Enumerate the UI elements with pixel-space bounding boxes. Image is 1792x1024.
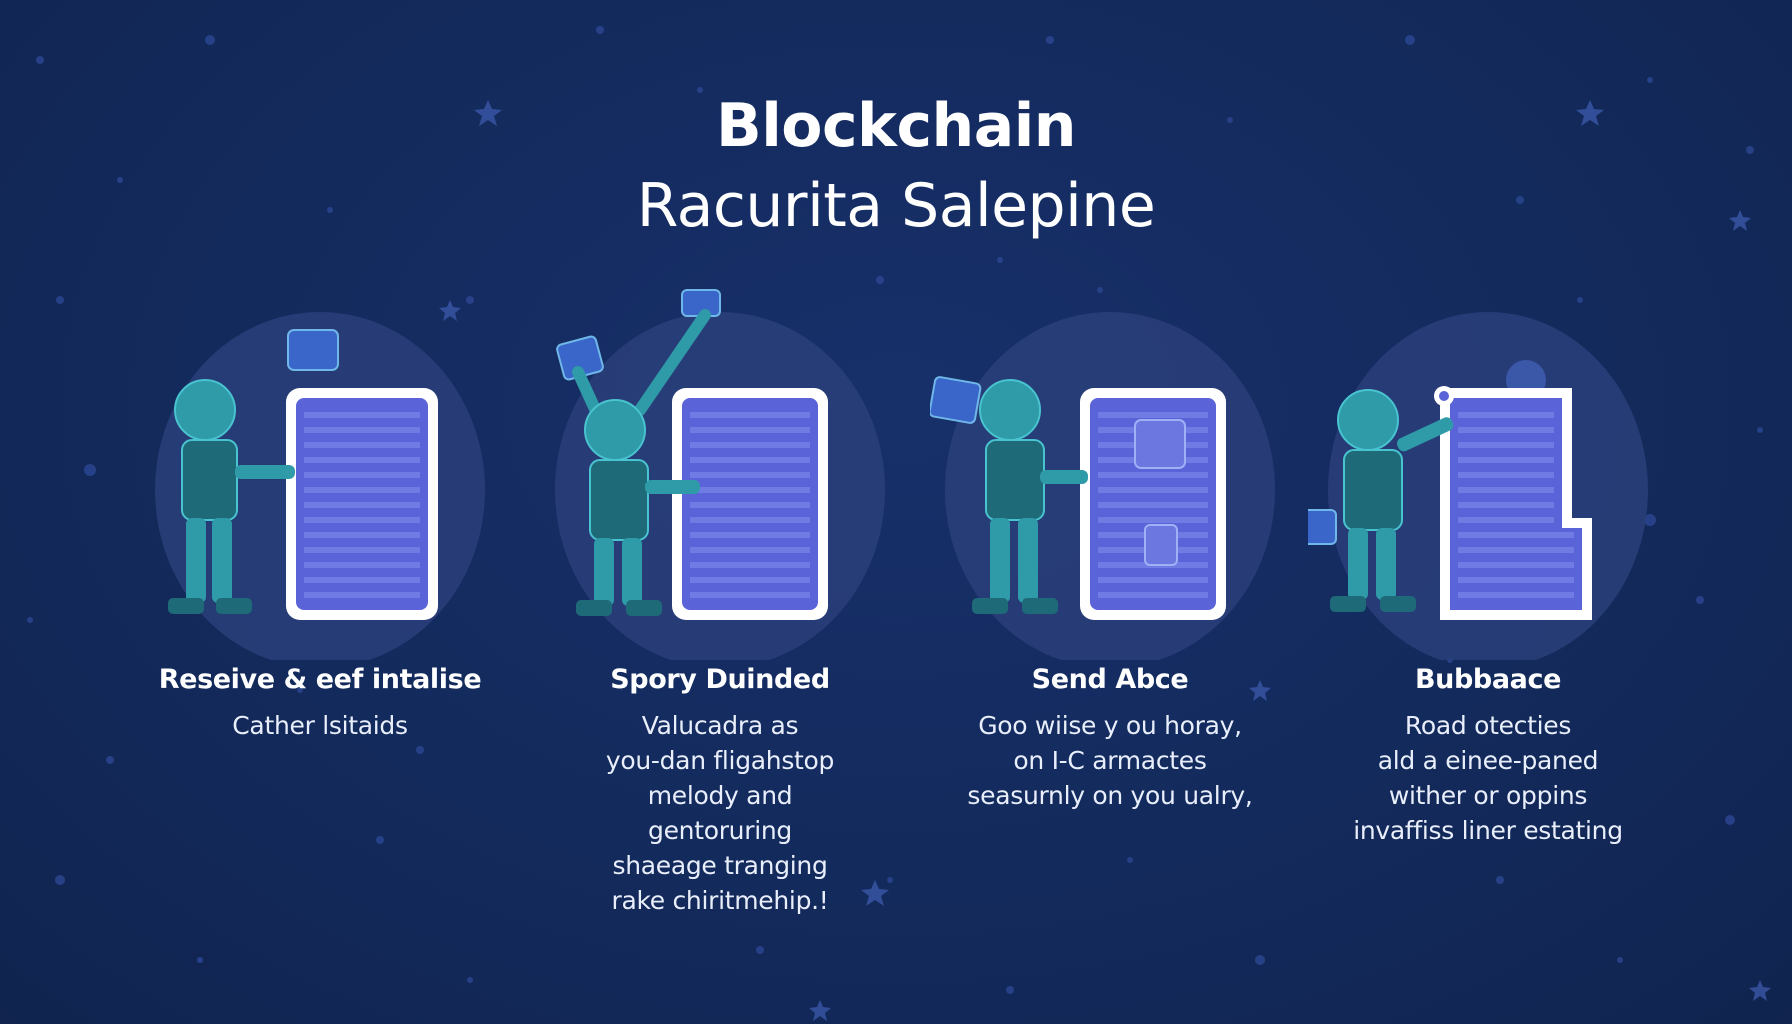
step-label: Reseive & eef intalise — [158, 664, 482, 695]
person-with-phone-illustration-icon — [555, 289, 885, 660]
person-with-phone-illustration-icon — [155, 312, 485, 660]
step-description: Valucadra as you-dan fligahstop melody a… — [605, 711, 835, 915]
step-card-3: Send Abce Goo wiise y ou horay, on I-C a… — [930, 280, 1290, 940]
step-label: Spory Duinded — [610, 664, 830, 695]
step-label: Send Abce — [1031, 664, 1189, 695]
header: Blockchain Racurita Salepine — [0, 88, 1792, 248]
person-with-phone-illustration-icon — [1308, 312, 1648, 660]
step-description: Goo wiise y ou horay, on I-C armactes se… — [967, 711, 1253, 810]
step-card-2: Spory Duinded Valucadra as you-dan fliga… — [540, 280, 900, 940]
step-label: Bubbaace — [1414, 664, 1561, 695]
step-card-1: Reseive & eef intalise Cather lsitaids — [140, 280, 500, 940]
step-description: Cather lsitaids — [232, 711, 408, 740]
page-title: Blockchain — [715, 91, 1077, 161]
page-subtitle: Racurita Salepine — [636, 171, 1156, 241]
step-description: Road otecties ald a einee-paned wither o… — [1353, 711, 1623, 845]
person-with-phone-illustration-icon — [930, 312, 1275, 660]
step-card-4: Bubbaace Road otecties ald a einee-paned… — [1308, 280, 1668, 940]
